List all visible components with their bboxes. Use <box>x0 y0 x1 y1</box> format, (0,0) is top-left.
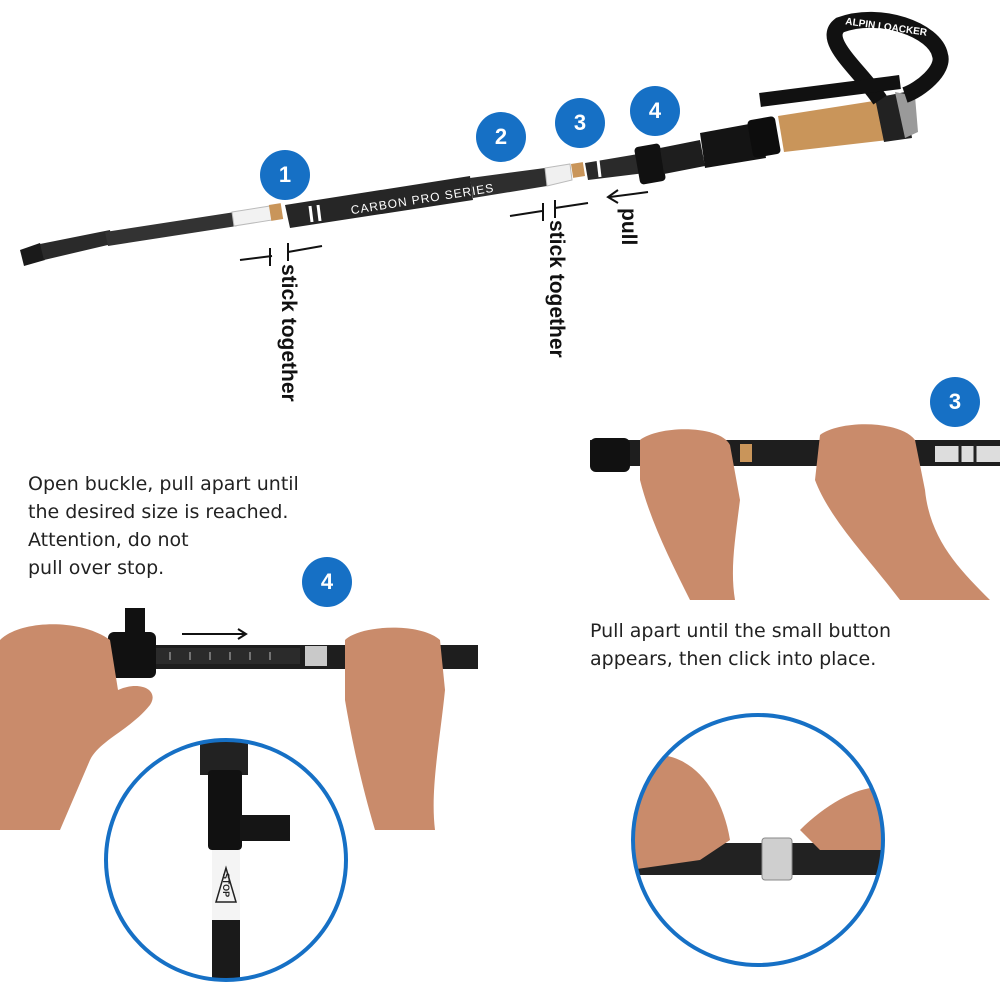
lever-lock-clamp <box>634 143 666 185</box>
right-instruction-line-1: Pull apart until the small button <box>590 620 892 642</box>
cork-grip <box>778 100 888 152</box>
click-into-place-photo <box>590 424 1000 600</box>
left-instruction-line-3: Attention, do not <box>28 529 189 551</box>
stick-together-label-2: stick together <box>545 220 568 358</box>
right-instruction: Pull apart until the small button appear… <box>590 617 990 673</box>
hand-1 <box>640 429 740 600</box>
pull-apart-photo <box>0 608 478 830</box>
pole-tip <box>20 243 45 266</box>
left-instruction-line-2: the desired size is reached. <box>28 501 289 523</box>
pole-middle-section <box>285 176 473 228</box>
stop-mark: STOP <box>221 872 232 898</box>
measurement-marks <box>239 189 649 266</box>
left-hand <box>0 624 153 830</box>
trekking-pole-illustration <box>20 11 949 266</box>
step-badge-4: 4 <box>630 86 680 136</box>
step-badge-3: 3 <box>555 98 605 148</box>
wrist-strap <box>826 11 949 105</box>
step-badge-1: 1 <box>260 150 310 200</box>
photo-badge-3: 3 <box>930 377 980 427</box>
right-instruction-line-2: appears, then click into place. <box>590 648 877 670</box>
button-closeup <box>631 713 885 967</box>
left-instruction-line-1: Open buckle, pull apart until <box>28 473 299 495</box>
stop-marker-closeup <box>104 738 348 982</box>
pull-label: pull <box>617 208 640 246</box>
left-instruction-line-4: pull over stop. <box>28 557 165 579</box>
stick-together-label-1: stick together <box>277 264 300 402</box>
right-hand <box>345 627 445 830</box>
hand-2 <box>815 424 990 600</box>
step-badge-2: 2 <box>476 112 526 162</box>
left-instruction: Open buckle, pull apart until the desire… <box>28 470 328 582</box>
photo-badge-4: 4 <box>302 557 352 607</box>
